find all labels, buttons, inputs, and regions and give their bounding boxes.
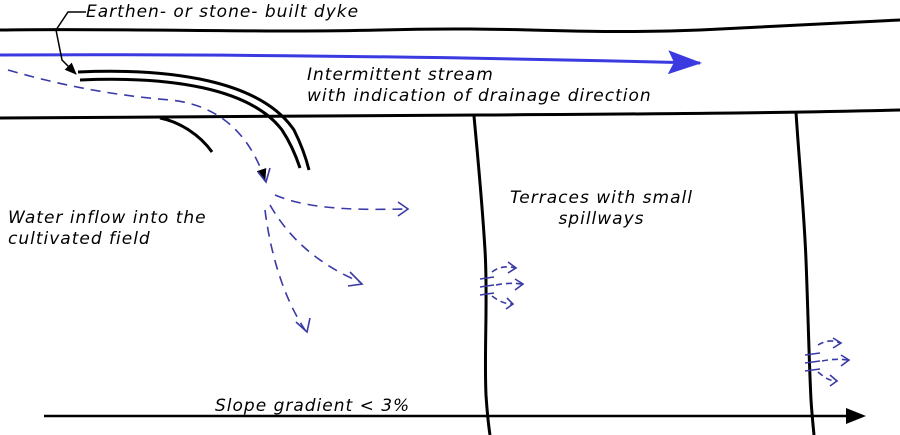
spillway-1 <box>479 261 525 310</box>
inflow-arrow-3 <box>264 209 306 331</box>
slope-gradient-label: Slope gradient < 3% <box>215 396 411 416</box>
water-inflow-label: Water inflow into the cultivated field <box>8 208 207 249</box>
inflow-arrow-2 <box>269 204 361 283</box>
terrace-boundary-2 <box>794 111 816 435</box>
dyke-inner <box>79 77 302 169</box>
terraces-label: Terraces with small spillways <box>510 188 693 229</box>
inflow-arrowhead-3 <box>295 317 311 334</box>
inflow-arrowhead-1 <box>397 201 410 217</box>
stream-direction-arrow <box>0 50 702 75</box>
stream-upper-bank <box>0 18 900 34</box>
inflow-arrow-1 <box>274 194 406 211</box>
terrace-boundary-1 <box>472 115 492 435</box>
dyke-outer <box>77 69 311 171</box>
dyke-leader-line <box>55 11 86 75</box>
inflow-arrowhead-2 <box>347 271 364 287</box>
slope-arrowhead <box>846 408 866 424</box>
diversion-bank <box>159 116 214 153</box>
dyke-label: Earthen- or stone- built dyke <box>86 2 360 22</box>
stream-lower-bank <box>0 108 900 120</box>
spillway-2 <box>804 337 851 387</box>
stream-label: Intermittent stream with indication of d… <box>307 65 652 106</box>
water-diversion-arrowhead <box>257 167 271 184</box>
